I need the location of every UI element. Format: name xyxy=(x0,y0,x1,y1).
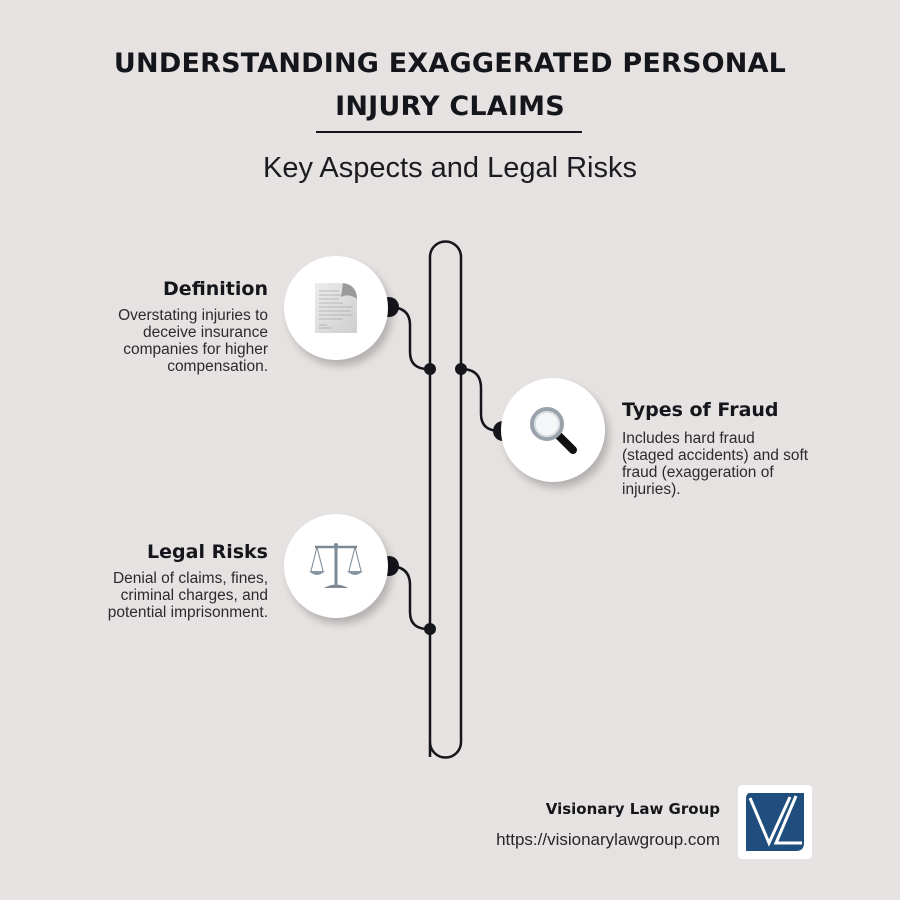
definition-junction-dot xyxy=(424,363,436,375)
definition-description: Overstating injuries to deceive insuranc… xyxy=(118,307,268,375)
brand-url-link[interactable]: https://visionarylawgroup.com xyxy=(496,830,720,849)
timeline-loop xyxy=(428,240,463,759)
definition-icon-circle xyxy=(284,256,388,360)
vl-logo-icon xyxy=(746,793,804,851)
subtitle: Key Aspects and Legal Risks xyxy=(263,152,637,184)
types-junction-dot xyxy=(455,363,467,375)
brand-logo xyxy=(738,785,812,859)
magnifying-glass-icon xyxy=(530,407,577,454)
types-of-fraud-description: Includes hard fraud (staged accidents) a… xyxy=(622,430,809,498)
brand-name: Visionary Law Group xyxy=(545,800,720,818)
legal-risks-icon-circle xyxy=(284,514,388,618)
document-icon xyxy=(315,283,357,333)
types-of-fraud-icon-circle xyxy=(501,378,605,482)
title-divider xyxy=(316,131,582,133)
types-connector xyxy=(460,367,501,433)
title-line-2: INJURY CLAIMS xyxy=(335,91,565,122)
definition-connector xyxy=(388,305,429,371)
types-of-fraud-title: Types of Fraud xyxy=(622,399,779,421)
legal-risks-title: Legal Risks xyxy=(147,541,268,563)
legal-risks-connector xyxy=(388,564,429,631)
scales-of-justice-icon xyxy=(309,543,363,588)
title-line-1: UNDERSTANDING EXAGGERATED PERSONAL xyxy=(113,48,787,79)
page-title: UNDERSTANDING EXAGGERATED PERSONAL INJUR… xyxy=(0,42,900,128)
definition-title: Definition xyxy=(163,278,268,300)
legal-risks-description: Denial of claims, fines, criminal charge… xyxy=(107,570,268,621)
legal-risks-junction-dot xyxy=(424,623,436,635)
